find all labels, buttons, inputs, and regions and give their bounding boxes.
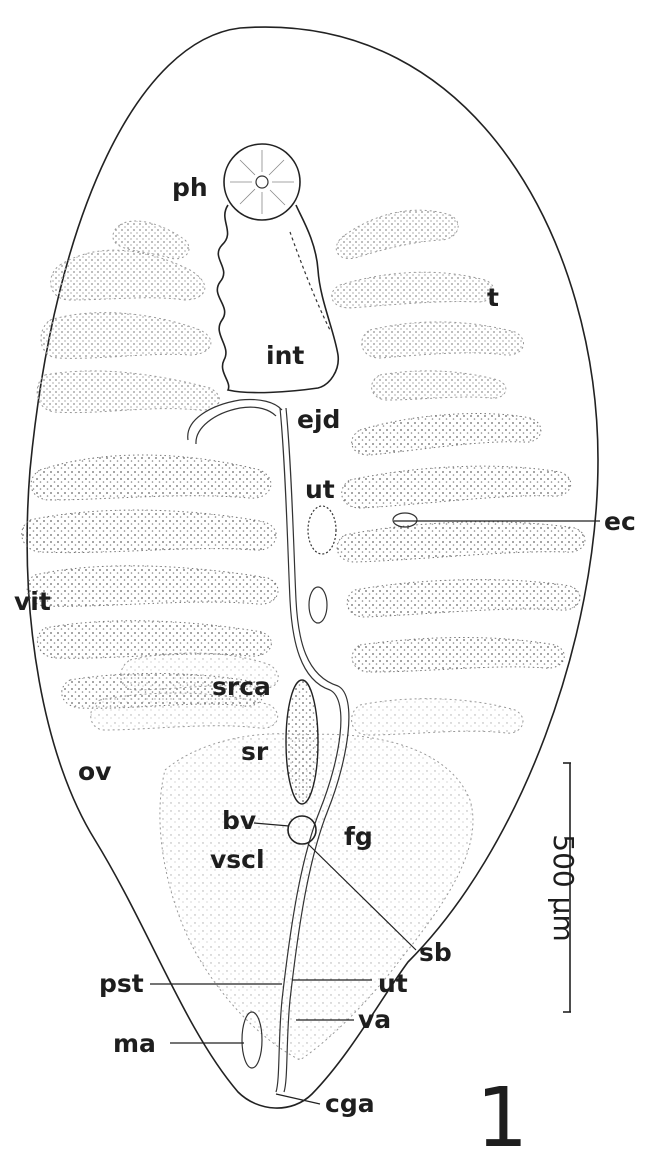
uterus-upper [308, 506, 336, 554]
label-ph: ph [172, 173, 208, 202]
label-va: va [358, 1005, 391, 1034]
label-ejd: ejd [297, 405, 340, 434]
scale-bar: 500 µm [547, 763, 580, 1012]
label-vit: vit [14, 587, 51, 616]
label-int: int [266, 341, 304, 370]
label-sb: sb [419, 938, 452, 967]
label-vscl: vscl [210, 845, 265, 874]
label-ma: ma [113, 1029, 156, 1058]
label-ut-lower: ut [378, 969, 408, 998]
label-t: t [487, 283, 499, 312]
figure-number: 1 [476, 1071, 528, 1156]
seminal-receptacle [286, 680, 318, 804]
label-ov: ov [78, 757, 111, 786]
pharynx [224, 144, 300, 220]
label-ut-upper: ut [305, 475, 335, 504]
label-srca: srca [212, 672, 271, 701]
label-fg: fg [344, 822, 373, 851]
label-ec: ec [604, 507, 636, 536]
female-gland [160, 734, 473, 1060]
label-pst: pst [99, 969, 144, 998]
label-bv: bv [222, 806, 256, 835]
label-sr: sr [241, 737, 269, 766]
label-cga: cga [325, 1089, 375, 1118]
scale-bar-label: 500 µm [547, 834, 580, 941]
inner-duct [290, 232, 330, 330]
egg-capsule [393, 513, 417, 527]
uterus-loop [309, 587, 327, 623]
testes [37, 210, 523, 412]
